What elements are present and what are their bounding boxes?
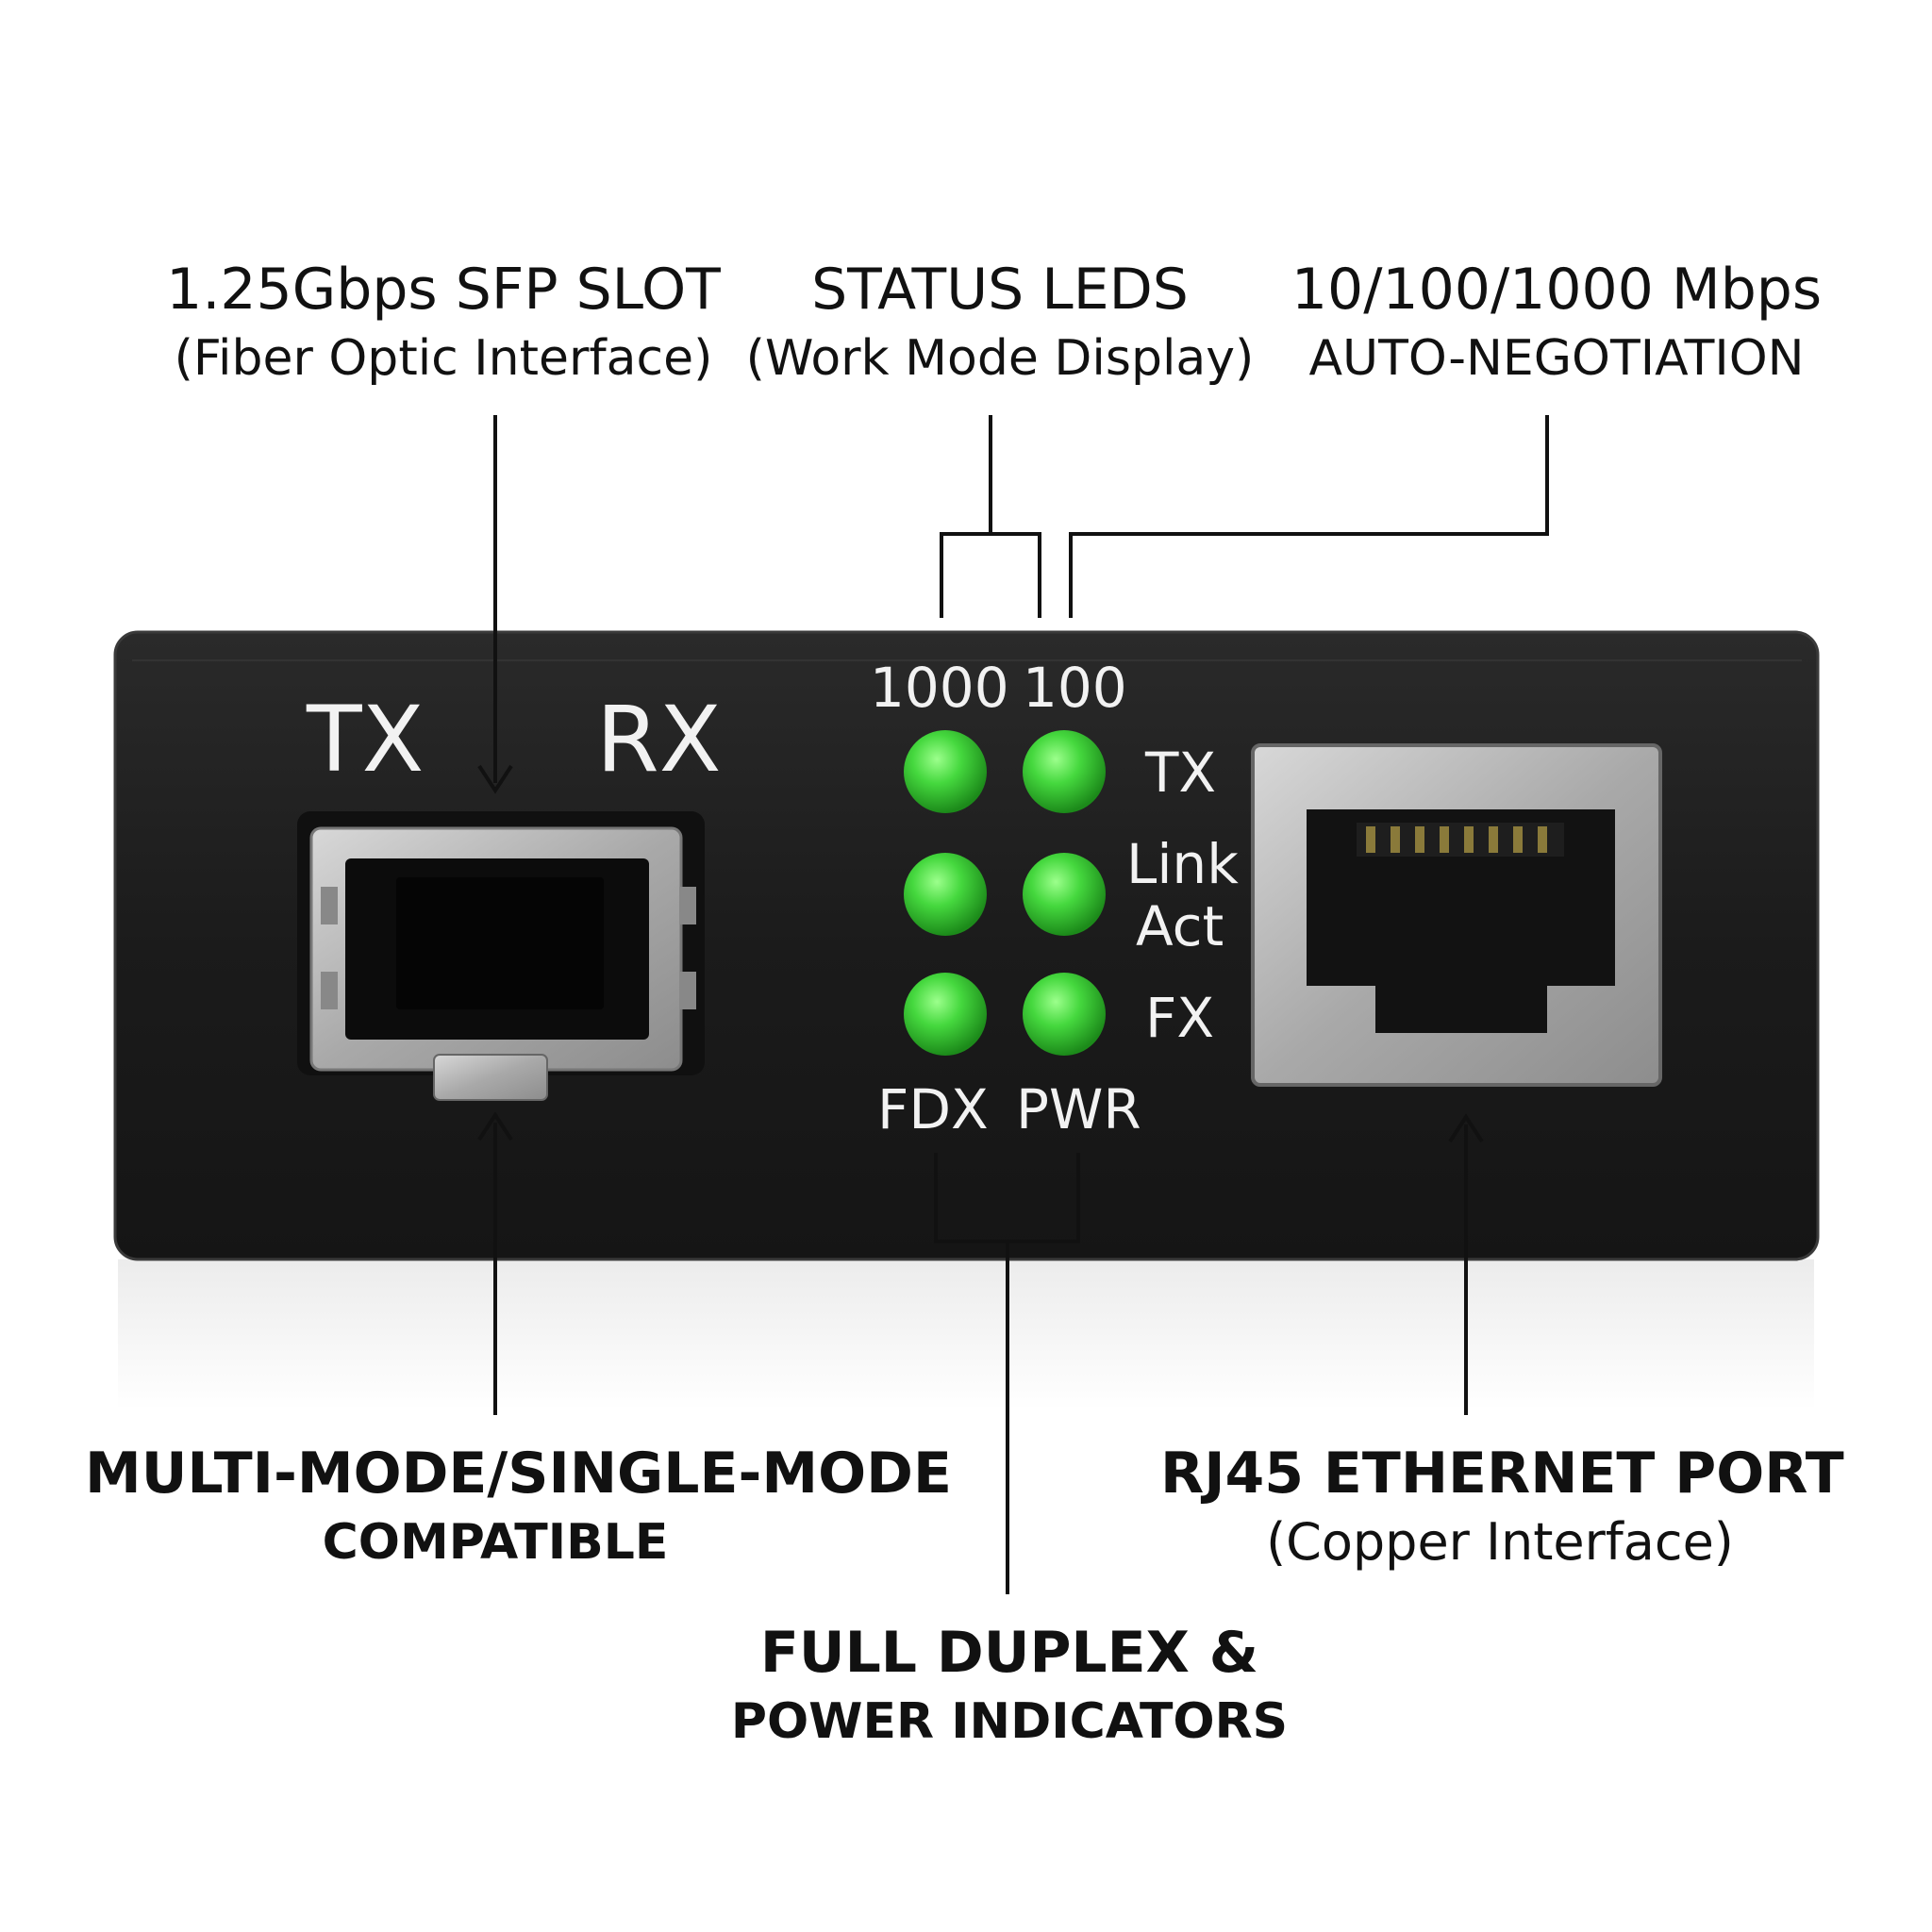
- status-leds-subtitle: (Work Mode Display): [745, 330, 1255, 387]
- led-1000-link: [904, 853, 987, 936]
- led-fdx-fx: [904, 973, 987, 1056]
- duplex-power-callout: FULL DUPLEX & POWER INDICATORS: [660, 1618, 1358, 1756]
- led-row-link-label: Link: [1126, 832, 1239, 896]
- rj45-port: [1251, 743, 1662, 1087]
- led-100-tx: [1023, 730, 1106, 813]
- duplex-power-title: FULL DUPLEX &: [759, 1620, 1259, 1686]
- rj45-subtitle: (Copper Interface): [1266, 1512, 1734, 1572]
- mode-compat-callout: MULTI-MODE/SINGLE-MODE COMPATIBLE: [85, 1439, 952, 1576]
- led-fdx-label: FDX: [877, 1077, 989, 1141]
- auto-negotiation-callout: 10/100/1000 Mbps AUTO-NEGOTIATION: [1283, 255, 1830, 392]
- rj45-callout: RJ45 ETHERNET PORT (Copper Interface): [1160, 1439, 1844, 1576]
- sfp-slot-subtitle: (Fiber Optic Interface): [174, 330, 713, 387]
- duplex-power-subtitle: POWER INDICATORS: [730, 1693, 1289, 1750]
- speed-title: 10/100/1000 Mbps: [1291, 257, 1823, 323]
- led-1000-tx: [904, 730, 987, 813]
- led-row-fx-label: FX: [1145, 986, 1215, 1050]
- leader-lines: [477, 415, 1549, 1594]
- led-column-1000-label: 1000: [870, 656, 1009, 720]
- floor-reflection: [118, 1259, 1814, 1410]
- led-pwr-label: PWR: [1016, 1077, 1141, 1141]
- sfp-rx-label: RX: [596, 687, 722, 792]
- sfp-slot-callout: 1.25Gbps SFP SLOT (Fiber Optic Interface…: [151, 255, 736, 392]
- status-leds-callout: STATUS LEDS (Work Mode Display): [736, 255, 1264, 392]
- sfp-cage: [297, 811, 705, 1101]
- led-pwr-fx: [1023, 973, 1106, 1056]
- led-column-100-label: 100: [1023, 656, 1127, 720]
- rj45-title: RJ45 ETHERNET PORT: [1160, 1441, 1844, 1507]
- sfp-slot-title: 1.25Gbps SFP SLOT: [166, 257, 721, 323]
- led-row-tx-label: TX: [1145, 741, 1217, 805]
- led-row-act-label: Act: [1136, 894, 1224, 958]
- sfp-tx-label: TX: [307, 687, 425, 792]
- mode-compat-subtitle: COMPATIBLE: [322, 1514, 669, 1571]
- led-100-link: [1023, 853, 1106, 936]
- status-leds-title: STATUS LEDS: [811, 257, 1189, 323]
- mode-compat-title: MULTI-MODE/SINGLE-MODE: [85, 1441, 952, 1507]
- auto-negotiation-title: AUTO-NEGOTIATION: [1308, 330, 1805, 387]
- status-led-array: [904, 730, 1106, 1056]
